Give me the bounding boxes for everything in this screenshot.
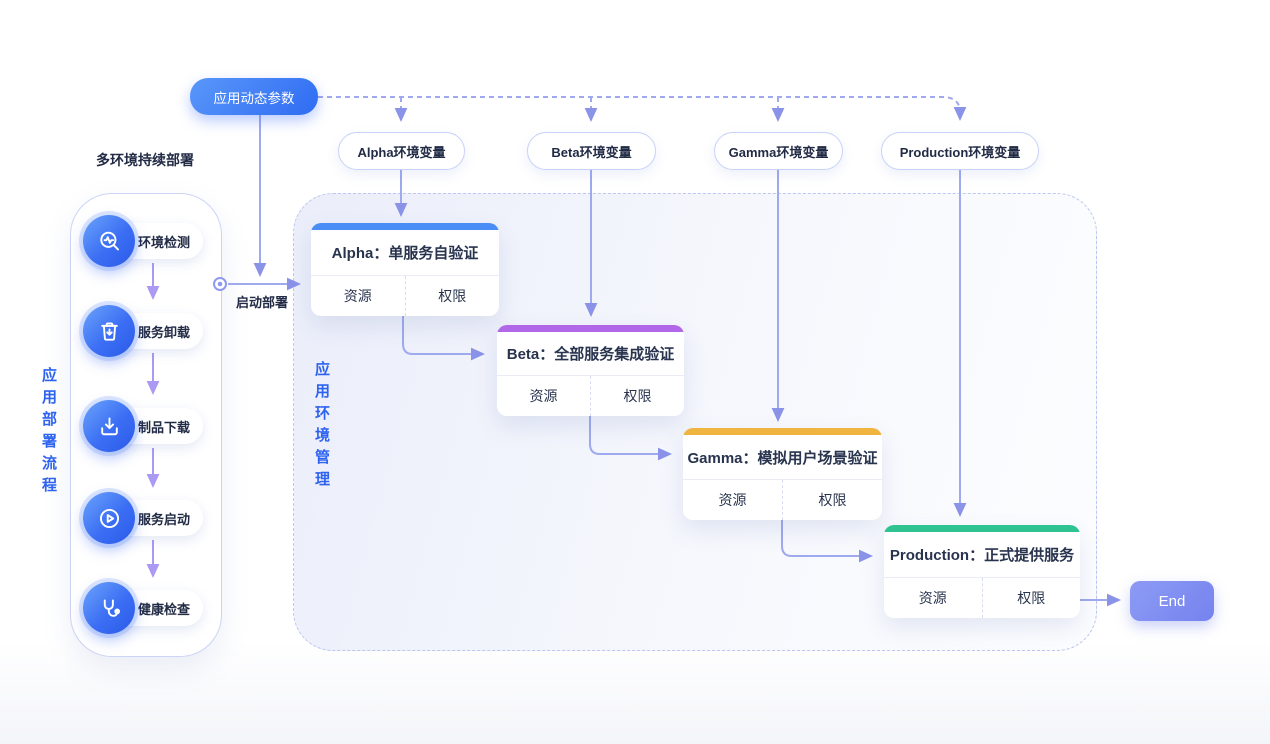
pill-production-env-vars[interactable]: Production环境变量 xyxy=(881,132,1039,170)
card-title: Beta：全部服务集成验证 xyxy=(497,332,684,376)
stethoscope-icon xyxy=(83,582,135,634)
download-icon xyxy=(83,400,135,452)
pipeline-step-uninstall[interactable]: 服务卸载 xyxy=(83,305,207,357)
card-accent-bar xyxy=(683,428,882,435)
card-beta[interactable]: Beta：全部服务集成验证 资源 权限 xyxy=(497,325,684,416)
resources-cell[interactable]: 资源 xyxy=(497,376,591,416)
card-accent-bar xyxy=(884,525,1080,532)
resources-cell[interactable]: 资源 xyxy=(884,578,983,618)
pipeline-step-health-check[interactable]: 健康检查 xyxy=(83,582,207,634)
permissions-cell[interactable]: 权限 xyxy=(438,288,467,304)
pill-beta-env-vars[interactable]: Beta环境变量 xyxy=(527,132,656,170)
card-accent-bar xyxy=(497,325,684,332)
resources-cell[interactable]: 资源 xyxy=(683,480,783,520)
magnifier-pulse-icon xyxy=(83,215,135,267)
start-deploy-label: 启动部署 xyxy=(236,295,289,310)
deploy-flow-vertical-label: 应用部署流程 xyxy=(40,367,57,499)
card-alpha[interactable]: Alpha：单服务自验证 资源 权限 xyxy=(311,223,499,316)
sidebar-title: 多环境持续部署 xyxy=(96,152,194,168)
card-title: Gamma：模拟用户场景验证 xyxy=(683,435,882,480)
pipeline-step-service-start[interactable]: 服务启动 xyxy=(83,492,207,544)
env-manage-vertical-label: 应用环境管理 xyxy=(313,361,330,493)
pill-alpha-env-vars[interactable]: Alpha环境变量 xyxy=(338,132,465,170)
start-connector-ring xyxy=(213,277,227,291)
permissions-cell[interactable]: 权限 xyxy=(818,492,847,508)
trash-icon xyxy=(83,305,135,357)
dynamic-params-node[interactable]: 应用动态参数 xyxy=(190,78,318,115)
card-gamma[interactable]: Gamma：模拟用户场景验证 资源 权限 xyxy=(683,428,882,520)
pipeline-step-artifact-download[interactable]: 制品下载 xyxy=(83,400,207,452)
end-node[interactable]: End xyxy=(1130,581,1214,621)
card-title: Production：正式提供服务 xyxy=(884,532,1080,578)
resources-cell[interactable]: 资源 xyxy=(311,276,406,316)
card-production[interactable]: Production：正式提供服务 资源 权限 xyxy=(884,525,1080,618)
card-accent-bar xyxy=(311,223,499,230)
pipeline-step-env-check[interactable]: 环境检测 xyxy=(83,215,207,267)
pill-gamma-env-vars[interactable]: Gamma环境变量 xyxy=(714,132,843,170)
card-title: Alpha：单服务自验证 xyxy=(311,230,499,276)
permissions-cell[interactable]: 权限 xyxy=(1017,590,1046,606)
play-icon xyxy=(83,492,135,544)
permissions-cell[interactable]: 权限 xyxy=(623,388,652,404)
